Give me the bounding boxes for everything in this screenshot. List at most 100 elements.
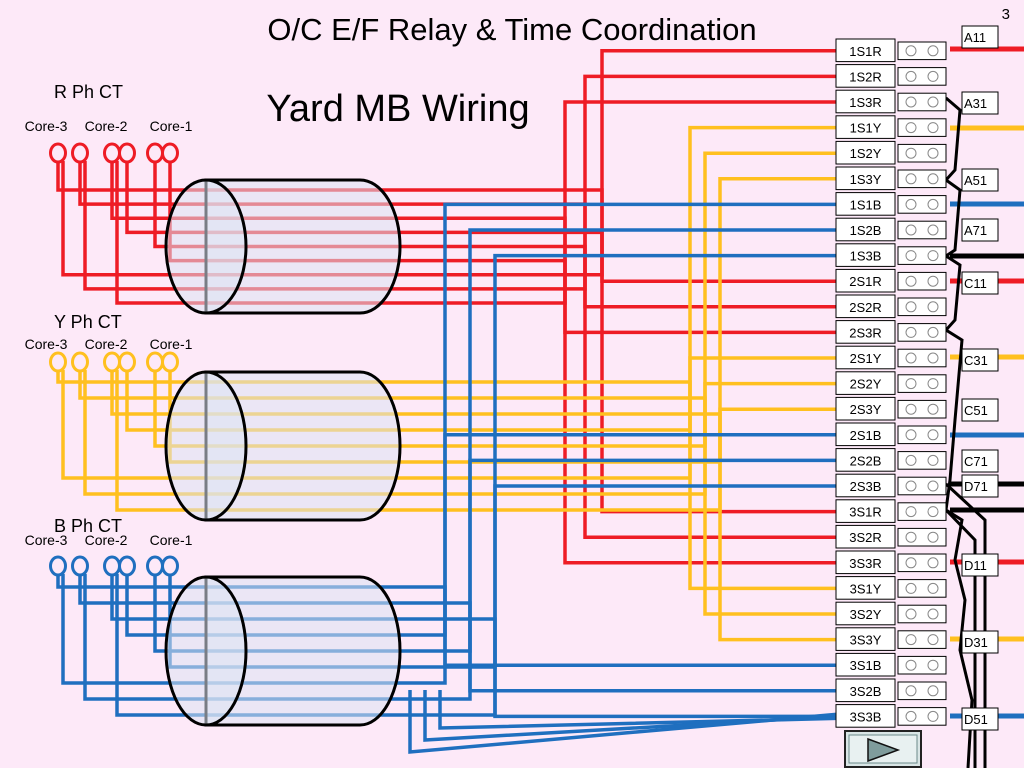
terminal-box (835, 371, 896, 395)
terminal-screw-pair (897, 271, 947, 291)
phase-wire (56, 370, 836, 591)
cable-bundle (164, 178, 402, 315)
screw-icon (905, 45, 917, 57)
terminal-screw-pair (897, 169, 947, 189)
play-triangle-icon (867, 737, 901, 763)
phase-wire (115, 100, 836, 305)
terminal-box (835, 166, 896, 191)
screw-icon (905, 173, 917, 185)
ct-coil-icon (49, 555, 67, 577)
screw-icon (905, 685, 917, 697)
ct-coil-icon (71, 555, 89, 577)
terminal-box (835, 115, 896, 139)
terminal-label: 3S3B (850, 709, 882, 724)
screw-icon (905, 634, 917, 646)
terminal-screw-pair (897, 476, 947, 496)
ct-group-label: R Ph CT (54, 82, 123, 102)
screw-icon (927, 378, 939, 390)
screw-icon (905, 275, 917, 287)
terminal-screw-pair (897, 118, 947, 137)
screw-icon (927, 301, 939, 313)
phase-wire (115, 253, 836, 717)
terminal-box (835, 576, 896, 600)
screw-icon (927, 250, 939, 262)
terminal-box (835, 64, 896, 88)
screw-icon (905, 301, 917, 313)
terminal-box (835, 320, 896, 344)
terminal-screw-pair (897, 707, 947, 726)
relay-label-box (961, 553, 999, 577)
screw-icon (927, 147, 939, 159)
phase-wire (61, 125, 836, 480)
terminal-screw-pair (897, 604, 947, 624)
screw-icon (905, 659, 917, 671)
screw-icon (905, 454, 917, 466)
terminal-screw-pair (897, 553, 947, 573)
screw-icon (905, 198, 917, 210)
terminal-label: 1S3R (849, 95, 882, 110)
ct-coil-icon (146, 142, 164, 164)
ct-coil-icon (49, 142, 67, 164)
relay-label-box (961, 474, 999, 498)
terminal-box (835, 140, 896, 165)
ct-coil-icon (146, 351, 164, 373)
screw-icon (905, 531, 917, 543)
phase-wire (83, 74, 836, 291)
terminal-label: 2S3Y (850, 402, 882, 417)
terminal-box (835, 89, 896, 114)
relay-label-box (961, 168, 999, 192)
screw-icon (927, 173, 939, 185)
next-slide-button[interactable] (844, 730, 922, 768)
slide-subtitle: Yard MB Wiring (266, 88, 529, 130)
phase-wire (438, 690, 837, 730)
terminal-box (835, 601, 896, 626)
phase-wire (125, 356, 836, 432)
ct-coil-icon (161, 555, 179, 577)
screw-icon (905, 429, 917, 441)
ct-coils-layer (49, 142, 179, 577)
phase-wire (423, 690, 837, 742)
relay-label: D31 (964, 635, 988, 650)
screw-icon (927, 659, 939, 671)
relay-label-box (961, 630, 999, 654)
screw-icon (927, 198, 939, 210)
screw-icon (927, 70, 939, 82)
terminal-screw-pair (897, 374, 947, 393)
screw-icon (905, 70, 917, 82)
terminal-label: 1S3B (850, 249, 882, 264)
terminal-screw-pair (897, 246, 947, 265)
cable-bundle (164, 370, 402, 522)
star-point-bus (944, 482, 987, 768)
screw-icon (927, 352, 939, 364)
relay-label: C71 (964, 454, 988, 469)
core-label: Core-1 (150, 336, 193, 352)
screw-icon (905, 403, 917, 415)
relay-label: D51 (964, 712, 988, 727)
phase-wire (61, 202, 836, 685)
phase-wire (153, 370, 836, 448)
relay-label: A51 (964, 173, 987, 188)
phase-wire (110, 161, 836, 565)
terminal-screw-pair (897, 655, 947, 675)
phase-wire (61, 49, 836, 277)
ct-coil-icon (71, 351, 89, 373)
relay-label-box (961, 218, 999, 242)
terminal-screw-pair (897, 220, 947, 240)
ct-coil-icon (161, 351, 179, 373)
screw-icon (927, 96, 939, 108)
phase-wire (153, 161, 836, 309)
star-point-bus (943, 96, 974, 768)
phase-wire (56, 574, 836, 667)
terminal-screw-pair (897, 527, 947, 547)
terminal-box (835, 268, 896, 293)
phase-wire (110, 370, 836, 642)
ct-coil-icon (103, 142, 121, 164)
phase-wire (153, 458, 836, 653)
screw-icon (905, 557, 917, 569)
terminal-box (835, 422, 896, 447)
terminal-label: 1S2R (849, 69, 882, 84)
relay-label-box (961, 398, 999, 422)
terminal-screw-pair (897, 348, 947, 368)
slide-title: O/C E/F Relay & Time Coordination (267, 12, 756, 47)
